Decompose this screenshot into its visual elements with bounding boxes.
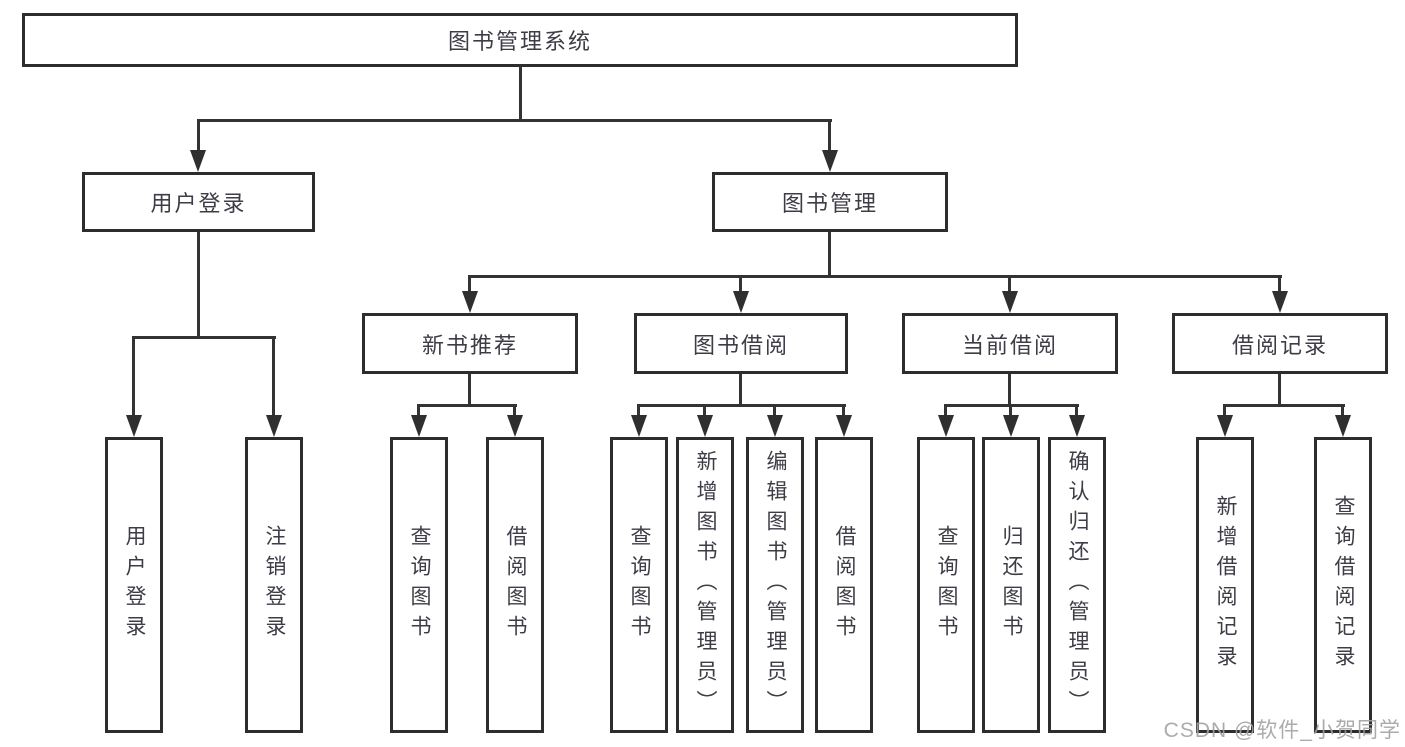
arrow-down-icon [190, 150, 206, 172]
node-label: 图书借阅 [692, 332, 789, 358]
connector-drop [1278, 275, 1281, 294]
arrow-down-icon [411, 415, 427, 437]
leaf-query-books-borrow: 查询图书 [610, 437, 668, 733]
arrow-down-icon [1003, 415, 1019, 437]
node-label: 借阅图书 [833, 525, 856, 645]
node-label: 用户登录 [123, 525, 146, 645]
node-label: 用户登录 [150, 191, 247, 216]
node-label: 查询图书 [935, 525, 958, 645]
connector-drop [1223, 404, 1226, 418]
arrow-down-icon [767, 415, 783, 437]
node-current-borrow: 当前借阅 [902, 313, 1118, 374]
arrow-down-icon [697, 415, 713, 437]
connector-drop [703, 404, 706, 418]
node-label: 确认归还（管理员） [1066, 450, 1089, 720]
node-label: 当前借阅 [961, 332, 1058, 358]
connector-stem [828, 232, 831, 277]
node-root: 图书管理系统 [22, 13, 1018, 67]
arrow-down-icon [1272, 291, 1288, 313]
arrow-down-icon [938, 415, 954, 437]
connector-drop [197, 119, 200, 152]
leaf-query-borrow-record: 查询借阅记录 [1314, 437, 1372, 733]
leaf-user-login: 用户登录 [105, 437, 163, 733]
node-label: 查询图书 [408, 525, 431, 645]
node-label: 查询图书 [628, 525, 651, 645]
arrow-down-icon [631, 415, 647, 437]
leaf-edit-book-admin: 编辑图书（管理员） [746, 437, 804, 733]
arrow-down-icon [462, 291, 478, 313]
node-book-management: 图书管理 [712, 172, 948, 232]
arrow-down-icon [1217, 415, 1233, 437]
arrow-down-icon [1335, 415, 1351, 437]
node-label: 编辑图书（管理员） [764, 450, 787, 720]
leaf-borrow-books-recommend: 借阅图书 [486, 437, 544, 733]
leaf-add-book-admin: 新增图书（管理员） [676, 437, 734, 733]
connector-drop [944, 404, 947, 418]
arrow-down-icon [836, 415, 852, 437]
connector-drop [739, 275, 742, 294]
node-label: 注销登录 [263, 525, 286, 645]
node-label: 归还图书 [1000, 525, 1023, 645]
node-borrow-records: 借阅记录 [1172, 313, 1388, 374]
connector-drop [272, 336, 275, 417]
leaf-return-book: 归还图书 [982, 437, 1040, 733]
connector-drop [773, 404, 776, 418]
connector-drop [1008, 275, 1011, 294]
connector-rail [133, 336, 276, 339]
arrow-down-icon [1069, 415, 1085, 437]
leaf-borrow-books-borrow: 借阅图书 [815, 437, 873, 733]
leaf-confirm-return-admin: 确认归还（管理员） [1048, 437, 1106, 733]
node-label: 查询借阅记录 [1332, 495, 1355, 675]
connector-drop [132, 336, 135, 417]
node-label: 图书管理 [781, 191, 878, 216]
arrow-down-icon [822, 150, 838, 172]
arrow-down-icon [126, 415, 142, 437]
arrow-down-icon [1002, 291, 1018, 313]
node-label: 借阅记录 [1231, 332, 1328, 358]
arrow-down-icon [507, 415, 523, 437]
leaf-add-borrow-record: 新增借阅记录 [1196, 437, 1254, 733]
leaf-logout: 注销登录 [245, 437, 303, 733]
connector-stem [1008, 374, 1011, 406]
node-new-book-recommend: 新书推荐 [362, 313, 578, 374]
node-book-borrow: 图书借阅 [634, 313, 848, 374]
node-label: 新书推荐 [421, 332, 518, 358]
node-label: 新增图书（管理员） [694, 450, 717, 720]
connector-rail [197, 119, 832, 122]
arrow-down-icon [733, 291, 749, 313]
connector-stem [197, 232, 200, 338]
connector-rail [417, 404, 517, 407]
connector-stem [1278, 374, 1281, 406]
connector-stem [739, 374, 742, 406]
connector-rail [1223, 404, 1345, 407]
node-label: 借阅图书 [504, 525, 527, 645]
node-label: 图书管理系统 [447, 29, 592, 54]
connector-drop [637, 404, 640, 418]
connector-drop [828, 119, 831, 152]
connector-rail [468, 275, 1282, 278]
connector-rail [637, 404, 846, 407]
arrow-down-icon [266, 415, 282, 437]
connector-drop [1009, 404, 1012, 418]
leaf-query-books-recommend: 查询图书 [390, 437, 448, 733]
connector-drop [417, 404, 420, 418]
connector-drop [842, 404, 845, 418]
connector-drop [468, 275, 471, 294]
watermark: CSDN @软件_小贺同学 [1163, 719, 1401, 742]
connector-stem [519, 67, 522, 121]
connector-stem [468, 374, 471, 406]
leaf-query-books-current: 查询图书 [917, 437, 975, 733]
connector-drop [513, 404, 516, 418]
connector-drop [1075, 404, 1078, 418]
connector-drop [1341, 404, 1344, 418]
node-user-login: 用户登录 [82, 172, 315, 232]
node-label: 新增借阅记录 [1214, 495, 1237, 675]
